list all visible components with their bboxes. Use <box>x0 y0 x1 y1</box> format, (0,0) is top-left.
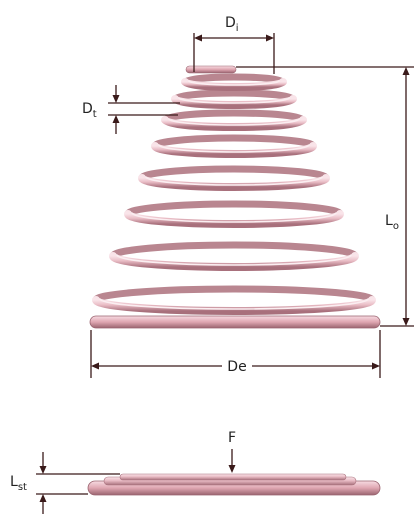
spring-coil-highlight <box>188 80 280 86</box>
spring-coil-front <box>171 95 297 109</box>
spring-coil-back <box>181 73 287 86</box>
wire-thickness-dimension: Dt <box>82 85 180 134</box>
spring-coil-front <box>138 174 330 191</box>
free-length-label: Lo <box>385 213 399 232</box>
outer-diameter-label: De <box>227 359 246 375</box>
solid-length-dimension: Lst <box>10 452 120 514</box>
spring-coil-front <box>151 142 317 158</box>
compressed-spring <box>87 473 381 496</box>
force-indicator: F <box>228 430 236 473</box>
spring-base-ring <box>89 315 381 329</box>
solid-length-label: Lst <box>10 474 27 493</box>
spring-coil-back <box>161 109 307 124</box>
spring-coil-back <box>109 241 359 260</box>
spring-coil-highlight <box>131 212 337 223</box>
spring-coil-highlight <box>145 176 323 186</box>
inner-diameter-dimension: Di <box>193 15 275 74</box>
spring-coil-back <box>138 165 330 182</box>
force-label: F <box>228 430 236 446</box>
spring-coil-back <box>171 89 297 103</box>
spring-coil-front <box>161 116 307 131</box>
spring-coil-front <box>92 296 376 315</box>
wire-thickness-label: Dt <box>82 101 97 120</box>
free-length-dimension: Lo <box>236 66 414 327</box>
spring-coil-highlight <box>116 254 352 266</box>
inner-diameter-label: Di <box>225 15 239 34</box>
spring-back-coils <box>92 73 376 304</box>
spring-coil-front <box>181 78 287 91</box>
spring-coil-highlight <box>168 118 300 126</box>
conical-spring <box>89 65 381 329</box>
outer-diameter-dimension: De <box>90 330 381 378</box>
spring-front-coils <box>92 78 376 315</box>
spring-coil-back <box>151 134 317 150</box>
spring-coil-back <box>124 200 344 218</box>
spring-coil-highlight <box>178 97 290 104</box>
spring-coil-highlight <box>99 298 369 310</box>
spring-coil-highlight <box>158 144 310 153</box>
compressed-spring-top-ring <box>119 473 347 481</box>
spring-coil-back <box>92 285 376 304</box>
spring-coil-front <box>124 210 344 228</box>
spring-coil-front <box>109 252 359 271</box>
spring-top-ring <box>185 65 237 74</box>
